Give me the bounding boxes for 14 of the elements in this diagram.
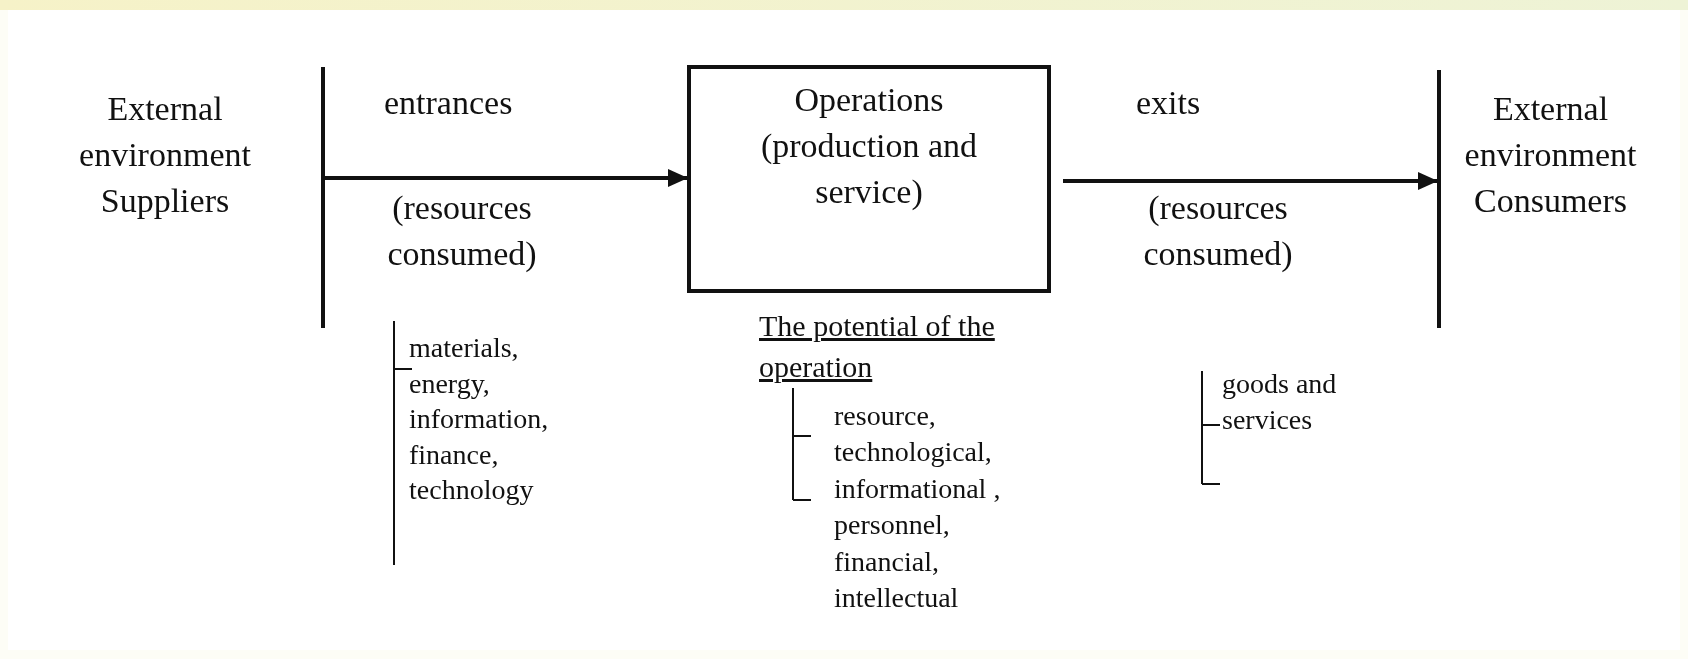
label-text: resource, technological, informational , personnel, financial, intellectual bbox=[834, 399, 1002, 615]
process-box bbox=[687, 65, 1051, 293]
vertical-bar bbox=[1437, 70, 1441, 328]
label-text: materials, energy, information, finance, technology bbox=[409, 331, 550, 508]
arrow bbox=[325, 169, 688, 187]
arrow bbox=[1063, 172, 1438, 190]
label-text: goods and services bbox=[1222, 367, 1338, 438]
box-text: Operations (production and service) bbox=[759, 80, 979, 212]
label-text: The potential of the operation bbox=[759, 308, 996, 385]
label-text: (resources consumed) bbox=[1142, 188, 1294, 274]
node-text: External environment Suppliers bbox=[40, 86, 290, 226]
label-text: (resources consumed) bbox=[386, 188, 538, 274]
node-text: External environment Consumers bbox=[1443, 86, 1658, 226]
vertical-bar bbox=[321, 67, 325, 328]
